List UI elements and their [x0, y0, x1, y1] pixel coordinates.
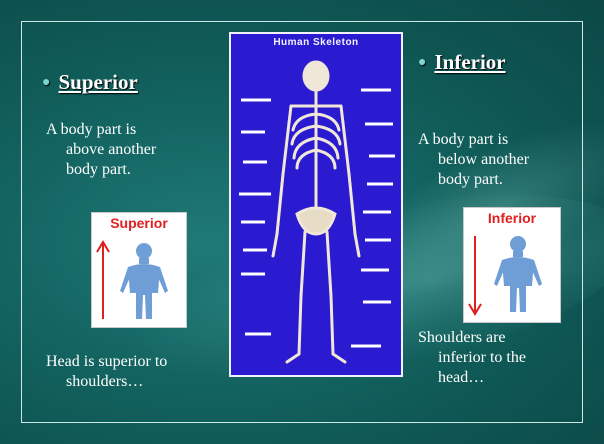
- inferior-example: Shoulders are inferior to the head…: [418, 328, 526, 388]
- inferior-heading-text: Inferior: [434, 50, 505, 75]
- superior-description-line: A body part is: [46, 120, 156, 140]
- skeleton-image: Human Skeleton: [229, 32, 403, 377]
- inferior-description: A body part is below another body part.: [418, 130, 529, 190]
- superior-illustration: [92, 213, 186, 327]
- inferior-description-line: A body part is: [418, 130, 529, 150]
- inferior-illustration: [464, 208, 560, 322]
- inferior-description-line: below another: [418, 150, 529, 170]
- down-arrow-icon: [469, 236, 481, 314]
- inferior-card: Inferior: [463, 207, 561, 323]
- body-figure-icon: [120, 243, 168, 319]
- superior-description: A body part is above another body part.: [46, 120, 156, 180]
- up-arrow-icon: [97, 242, 109, 319]
- superior-example-line: Head is superior to: [46, 352, 167, 372]
- inferior-example-line: Shoulders are: [418, 328, 526, 348]
- superior-card: Superior: [91, 212, 187, 328]
- superior-heading-text: Superior: [58, 70, 137, 95]
- inferior-description-line: body part.: [418, 170, 529, 190]
- superior-description-line: above another: [46, 140, 156, 160]
- superior-example: Head is superior to shoulders…: [46, 352, 167, 392]
- superior-description-line: body part.: [46, 160, 156, 180]
- superior-heading: ● Superior: [42, 70, 138, 95]
- superior-example-line: shoulders…: [46, 372, 167, 392]
- bullet-icon: ●: [418, 55, 426, 71]
- inferior-example-line: head…: [418, 368, 526, 388]
- bullet-icon: ●: [42, 75, 50, 91]
- body-figure-icon: [494, 236, 542, 312]
- inferior-example-line: inferior to the: [418, 348, 526, 368]
- skeleton-icon: [231, 34, 401, 375]
- inferior-heading: ● Inferior: [418, 50, 506, 75]
